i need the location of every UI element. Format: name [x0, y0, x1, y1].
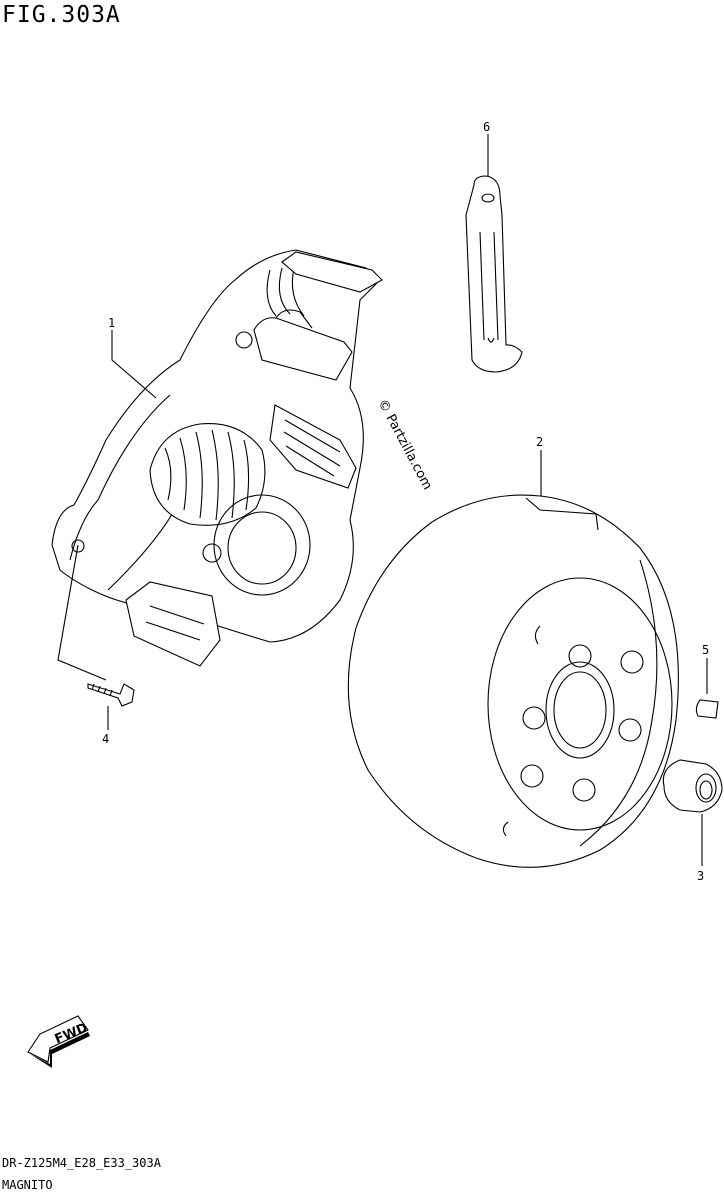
part-6-clamp[interactable] [465, 175, 523, 373]
callout-4: 4 [102, 732, 109, 746]
figure-title: FIG.303A [2, 2, 121, 28]
part-3-nut[interactable] [662, 759, 723, 813]
watermark: © Partzilla.com [374, 397, 434, 493]
fwd-direction-arrow: FWD [27, 1015, 90, 1068]
callout-1: 1 [108, 316, 115, 330]
part-1-stator-assembly[interactable] [51, 249, 383, 667]
part-5-key[interactable] [695, 699, 719, 719]
callout-3: 3 [697, 869, 704, 883]
part-4-bolt[interactable] [57, 544, 135, 707]
part-2-flywheel-rotor[interactable] [347, 494, 679, 868]
callout-5: 5 [702, 643, 709, 657]
model-code: DR-Z125M4_E28_E33_303A [2, 1156, 161, 1170]
figure-name: MAGNITO [2, 1178, 53, 1192]
callout-6: 6 [483, 120, 490, 134]
callout-2: 2 [536, 435, 543, 449]
